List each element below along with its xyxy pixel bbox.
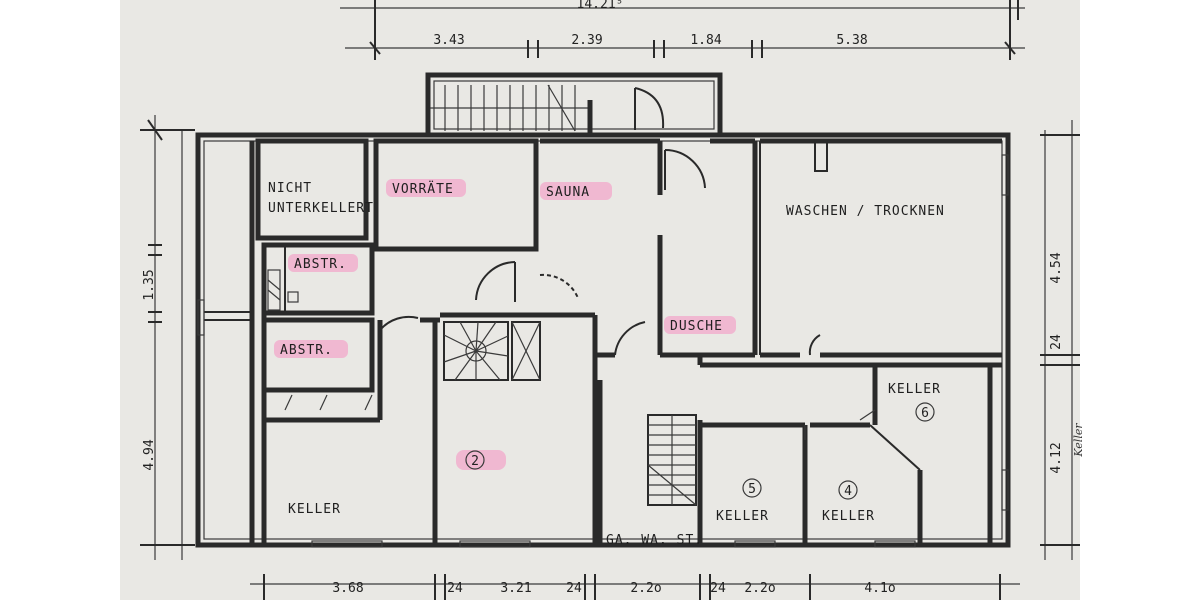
label-sauna: SAUNA <box>546 185 590 200</box>
windows <box>197 154 1009 548</box>
room-number-2: 2 <box>471 454 479 469</box>
dim-top-total: 14.21⁵ <box>577 0 624 12</box>
chimney-box <box>267 269 299 311</box>
dim-bottom-2: 24 <box>447 581 463 596</box>
dim-bottom-7: 2.2o <box>744 581 775 596</box>
left-margin <box>0 0 120 600</box>
right-dimension-lines <box>1040 120 1080 560</box>
top-dimension-lines <box>340 0 1025 60</box>
label-waschen-trocknen: WASCHEN / TROCKNEN <box>786 204 945 219</box>
dim-top-3: 1.84 <box>690 33 721 48</box>
right-margin <box>1080 0 1200 600</box>
label-dusche: DUSCHE <box>670 319 723 334</box>
room-number-circle-4 <box>838 480 858 500</box>
label-keller-4: KELLER <box>822 509 875 524</box>
label-abstr-1: ABSTR. <box>294 257 347 272</box>
dim-right-3: 4.12 <box>1049 442 1064 473</box>
spiral-stair <box>443 321 541 381</box>
label-keller-6: KELLER <box>888 382 941 397</box>
dim-right-2: 24 <box>1049 334 1064 350</box>
handwritten-note: Keller <box>1072 423 1085 458</box>
room-number-circle-2 <box>465 450 485 470</box>
dim-top-4: 5.38 <box>836 33 867 48</box>
dim-right-1: 4.54 <box>1049 252 1064 283</box>
room-number-5: 5 <box>748 482 756 497</box>
label-abstr-2: ABSTR. <box>280 343 333 358</box>
room-number-4: 4 <box>844 484 852 499</box>
dim-left-2: 4.94 <box>142 439 157 470</box>
room-number-6: 6 <box>921 406 929 421</box>
dim-bottom-3: 3.21 <box>500 581 531 596</box>
left-dimension-lines <box>140 115 195 560</box>
dim-bottom-1: 3.68 <box>332 581 363 596</box>
door-swings <box>379 148 876 440</box>
room-number-circle-5 <box>742 478 762 498</box>
basement-stair <box>647 414 697 506</box>
label-keller-left: KELLER <box>288 502 341 517</box>
entrance-stair <box>425 72 723 138</box>
dim-top-2: 2.39 <box>571 33 602 48</box>
dim-bottom-4: 24 <box>566 581 582 596</box>
dim-bottom-5: 2.2o <box>630 581 661 596</box>
dim-bottom-6: 24 <box>710 581 726 596</box>
label-nicht: NICHT <box>268 181 312 196</box>
room-labels: NICHT UNTERKELLERT VORRÄTE SAUNA WASCHEN… <box>268 181 945 548</box>
room-numbers: 2 5 4 6 <box>465 402 935 500</box>
dim-bottom-8: 4.1o <box>864 581 895 596</box>
dim-top-1: 3.43 <box>433 33 464 48</box>
room-number-circle-6 <box>915 402 935 422</box>
marker-highlights <box>274 179 736 470</box>
label-unterkellert: UNTERKELLERT <box>268 201 374 216</box>
label-vorraete: VORRÄTE <box>392 181 454 197</box>
label-keller-5: KELLER <box>716 509 769 524</box>
label-garage: GA. WA. ST. <box>606 533 703 548</box>
bottom-dimension-lines <box>250 574 1020 600</box>
walls <box>195 132 1011 548</box>
dim-left-1: 1.35 <box>142 269 157 300</box>
